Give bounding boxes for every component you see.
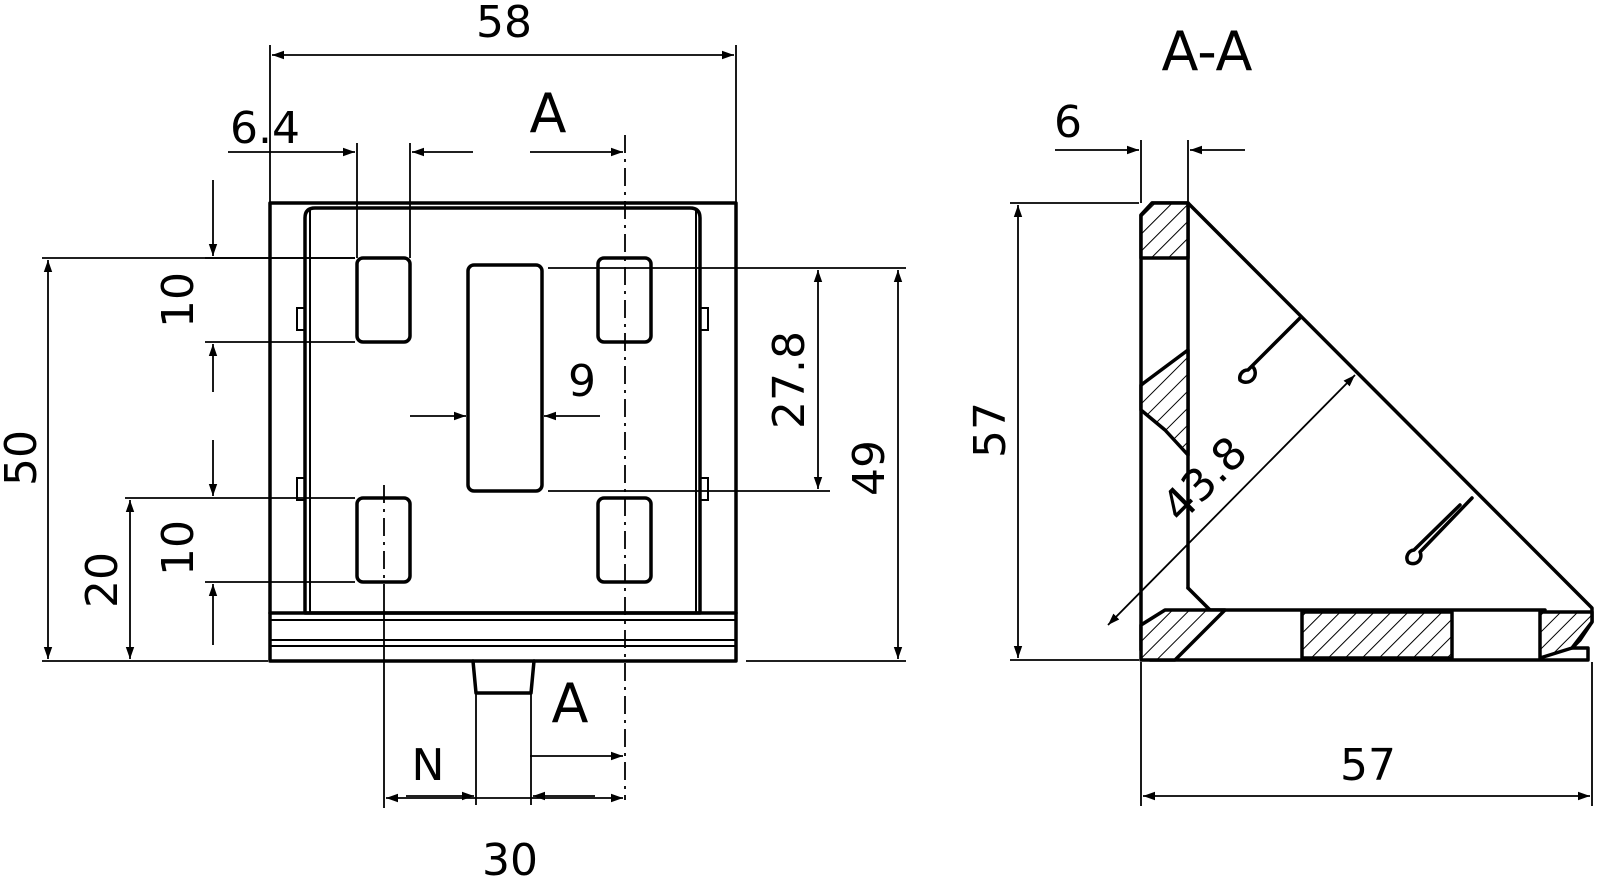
section-outline (1139, 201, 1594, 662)
dim-hole-height-top: 10 (153, 272, 204, 328)
front-view: 58 6.4 A 10 10 50 20 9 (0, 0, 906, 886)
dim-bottom-offset: 20 (77, 552, 128, 608)
dim-inner-height: 49 (844, 440, 895, 496)
dim-wall-thickness: 6 (1054, 97, 1082, 148)
section-marker-top: A (530, 82, 567, 145)
dim-section-width: 57 (1340, 740, 1396, 791)
inner-plate (303, 206, 702, 615)
dim-diagonal: 43.8 (1152, 427, 1257, 532)
hole-top-left (355, 256, 412, 344)
hatch-top (1139, 201, 1190, 260)
center-slot (466, 263, 544, 493)
hatch-bottom-right (1538, 610, 1594, 660)
dim-center-offset: 30 (482, 835, 538, 886)
section-view: A-A 6 57 57 43.8 (965, 20, 1594, 806)
dim-slot-width: 9 (568, 356, 596, 407)
dim-width: 58 (476, 0, 532, 48)
dim-section-height: 57 (965, 402, 1016, 458)
dim-total-height: 50 (0, 430, 47, 486)
hatch-bottom-center (1300, 610, 1454, 660)
nut-tab (471, 659, 536, 695)
dim-hole-height-bottom: 10 (153, 520, 204, 576)
section-title: A-A (1162, 20, 1253, 83)
dim-hole-spacing: 27.8 (764, 331, 815, 429)
hatch-mid (1139, 348, 1190, 457)
hatch-bottom-left (1139, 608, 1227, 662)
dim-nut-width: N (412, 740, 445, 791)
dim-slot-offset: 6.4 (230, 103, 300, 154)
section-marker-bottom: A (552, 672, 589, 735)
bracket-outline (268, 201, 738, 663)
